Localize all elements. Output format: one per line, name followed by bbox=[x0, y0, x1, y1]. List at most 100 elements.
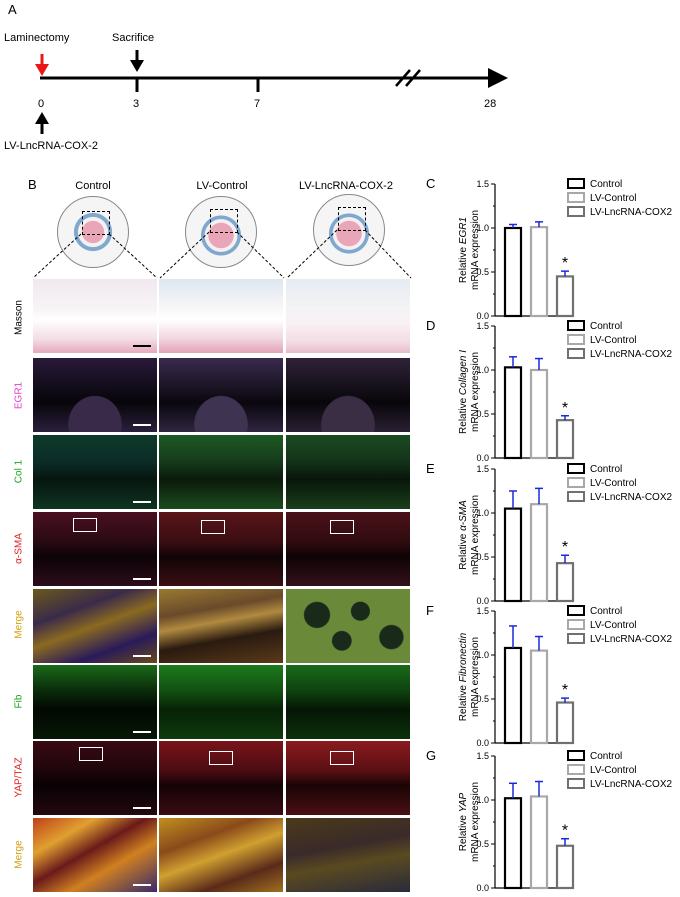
tile-merge2-control bbox=[33, 818, 157, 892]
row-label-merge-2: Merge bbox=[13, 840, 25, 869]
bar-0 bbox=[503, 366, 523, 460]
tile-merge1-lv-lncrna bbox=[286, 589, 410, 663]
y-axis-label: Relative Fibronectin bbox=[458, 632, 469, 721]
legend-label-2: LV-LncRNA-COX2 bbox=[590, 492, 673, 503]
tile-masson-lv-control bbox=[159, 279, 283, 353]
panel-letter-a: A bbox=[8, 2, 17, 17]
tile-masson-lv-lncrna bbox=[286, 279, 410, 353]
legend-label-0: Control bbox=[590, 179, 622, 190]
y-tick-label: 0.0 bbox=[476, 596, 489, 606]
panel-letter-f: F bbox=[426, 603, 434, 618]
bar-1 bbox=[529, 795, 549, 890]
panel-letter-b: B bbox=[28, 177, 37, 192]
timeline bbox=[35, 50, 508, 134]
legend-label-1: LV-Control bbox=[590, 765, 637, 776]
zoom-lines bbox=[32, 229, 412, 279]
y-tick-label: 1.0 bbox=[476, 365, 489, 375]
bar-0 bbox=[503, 646, 523, 745]
y-tick-label: 0.5 bbox=[476, 694, 489, 704]
panel-letter-e: E bbox=[426, 461, 435, 476]
bar-0 bbox=[503, 226, 523, 318]
tile-col1-control bbox=[33, 435, 157, 509]
legend-swatch-1 bbox=[567, 619, 585, 630]
y-axis-label-2: mRNA expression bbox=[470, 782, 481, 862]
tile-asma-control bbox=[33, 512, 157, 586]
legend-swatch-1 bbox=[567, 764, 585, 775]
y-axis-label: Relative Collagen I bbox=[458, 350, 469, 434]
row-label-col1: Col 1 bbox=[13, 459, 25, 484]
y-axis-label: Relative α-SMA bbox=[458, 500, 469, 570]
tile-col1-lv-control bbox=[159, 435, 283, 509]
y-tick-label: 1.5 bbox=[476, 464, 489, 474]
tile-asma-lv-lncrna bbox=[286, 512, 410, 586]
bar-1 bbox=[529, 503, 549, 603]
overview-circle-lv-control bbox=[185, 196, 257, 268]
legend-swatch-1 bbox=[567, 192, 585, 203]
overview-circle-lv-lncrna bbox=[313, 194, 385, 266]
bar-2 bbox=[555, 562, 575, 603]
tile-fib-lv-lncrna bbox=[286, 665, 410, 739]
tile-yap-lv-lncrna bbox=[286, 741, 410, 815]
legend-label-1: LV-Control bbox=[590, 478, 637, 489]
row-label-merge-1: Merge bbox=[13, 610, 25, 639]
group-label-lv-control: LV-Control bbox=[196, 180, 248, 192]
y-tick-label: 1.0 bbox=[476, 650, 489, 660]
legend-label-0: Control bbox=[590, 464, 622, 475]
significance-marker: * bbox=[562, 255, 568, 272]
bar-2 bbox=[555, 419, 575, 460]
sacrifice-label: Sacrifice bbox=[112, 32, 155, 44]
row-label-asma: α-SMA bbox=[13, 533, 25, 564]
lv-lncrna-label: LV-LncRNA-COX-2 bbox=[4, 140, 98, 152]
y-axis-label-2: mRNA expression bbox=[470, 210, 481, 290]
legend-swatch-2 bbox=[567, 633, 585, 644]
legend-swatch-0 bbox=[567, 320, 585, 331]
tile-egr1-control bbox=[33, 358, 157, 432]
y-tick-label: 0.5 bbox=[476, 267, 489, 277]
row-label-fib: Fib bbox=[13, 694, 25, 709]
tick-label-3: 3 bbox=[133, 98, 140, 110]
bar-2 bbox=[555, 844, 575, 890]
tile-egr1-lv-lncrna bbox=[286, 358, 410, 432]
tile-merge2-lv-lncrna bbox=[286, 818, 410, 892]
legend-swatch-0 bbox=[567, 605, 585, 616]
tick-label-0: 0 bbox=[38, 98, 45, 110]
tile-egr1-lv-control bbox=[159, 358, 283, 432]
group-label-lv-lncrna: LV-LncRNA-COX-2 bbox=[299, 180, 393, 192]
y-axis-label-2: mRNA expression bbox=[470, 495, 481, 575]
legend-label-2: LV-LncRNA-COX2 bbox=[590, 349, 673, 360]
panel-letter-g: G bbox=[426, 748, 436, 763]
legend-label-0: Control bbox=[590, 321, 622, 332]
group-label-control: Control bbox=[75, 180, 111, 192]
axis-break-2 bbox=[405, 69, 421, 87]
overview-circle-control bbox=[57, 196, 129, 268]
legend-swatch-2 bbox=[567, 348, 585, 359]
legend-label-1: LV-Control bbox=[590, 193, 637, 204]
legend-swatch-1 bbox=[567, 477, 585, 488]
significance-marker: * bbox=[562, 400, 568, 417]
timeline-arrowhead bbox=[488, 68, 508, 88]
y-tick-label: 0.0 bbox=[476, 738, 489, 748]
row-label-yap-taz: YAP/TAZ bbox=[13, 757, 25, 798]
legend-swatch-1 bbox=[567, 334, 585, 345]
zoom-box-lv-lncrna bbox=[338, 207, 366, 231]
tile-merge2-lv-control bbox=[159, 818, 283, 892]
legend-label-2: LV-LncRNA-COX2 bbox=[590, 779, 673, 790]
y-tick-label: 1.5 bbox=[476, 179, 489, 189]
tile-fib-control bbox=[33, 665, 157, 739]
legend-swatch-0 bbox=[567, 178, 585, 189]
laminectomy-label: Laminectomy bbox=[4, 32, 70, 44]
y-tick-label: 1.0 bbox=[476, 223, 489, 233]
legend-label-0: Control bbox=[590, 751, 622, 762]
y-tick-label: 1.0 bbox=[476, 508, 489, 518]
y-tick-label: 0.0 bbox=[476, 311, 489, 321]
bar-0 bbox=[503, 797, 523, 890]
legend-swatch-0 bbox=[567, 750, 585, 761]
bar-2 bbox=[555, 701, 575, 745]
y-axis-label: Relative EGR1 bbox=[458, 217, 469, 283]
row-label-masson: Masson bbox=[13, 300, 25, 336]
significance-marker: * bbox=[562, 823, 568, 840]
tile-yap-control bbox=[33, 741, 157, 815]
tile-fib-lv-control bbox=[159, 665, 283, 739]
